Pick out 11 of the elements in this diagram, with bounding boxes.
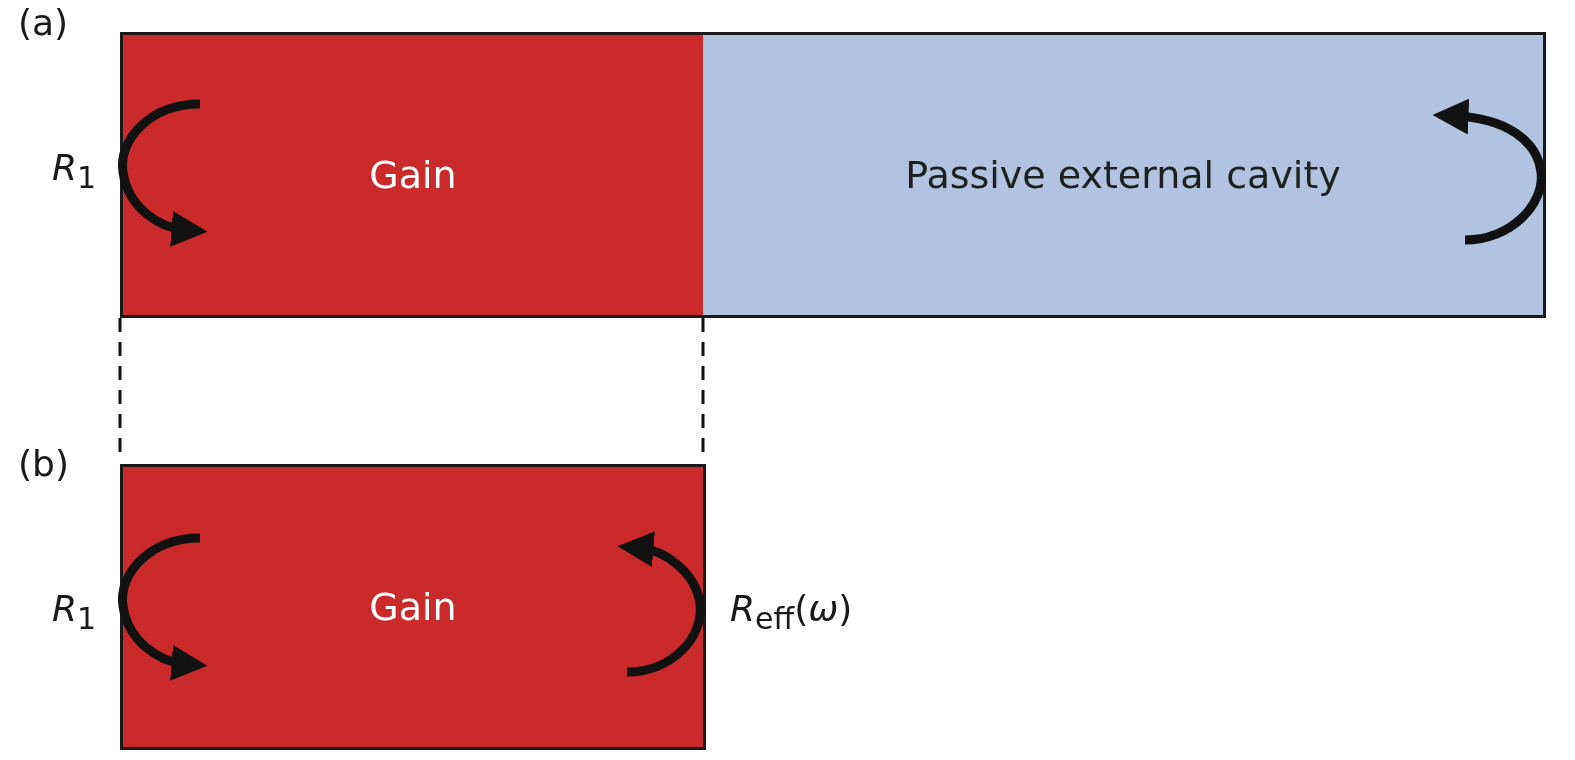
reflectivity-label: R$_{1}$ xyxy=(52,147,97,196)
gain-section xyxy=(120,32,706,318)
reflectivity-label: R$_{eff}$(ω) xyxy=(730,588,853,637)
section-label: Passive external cavity xyxy=(905,153,1341,197)
section-label: Gain xyxy=(369,153,457,197)
gain-section xyxy=(120,464,706,750)
reflectivity-label: R$_{1}$ xyxy=(52,588,97,637)
panel-label: (b) xyxy=(18,443,69,484)
panel-label: (a) xyxy=(18,2,69,43)
section-label: Gain xyxy=(369,585,457,629)
external-cavity-section xyxy=(703,32,1546,318)
